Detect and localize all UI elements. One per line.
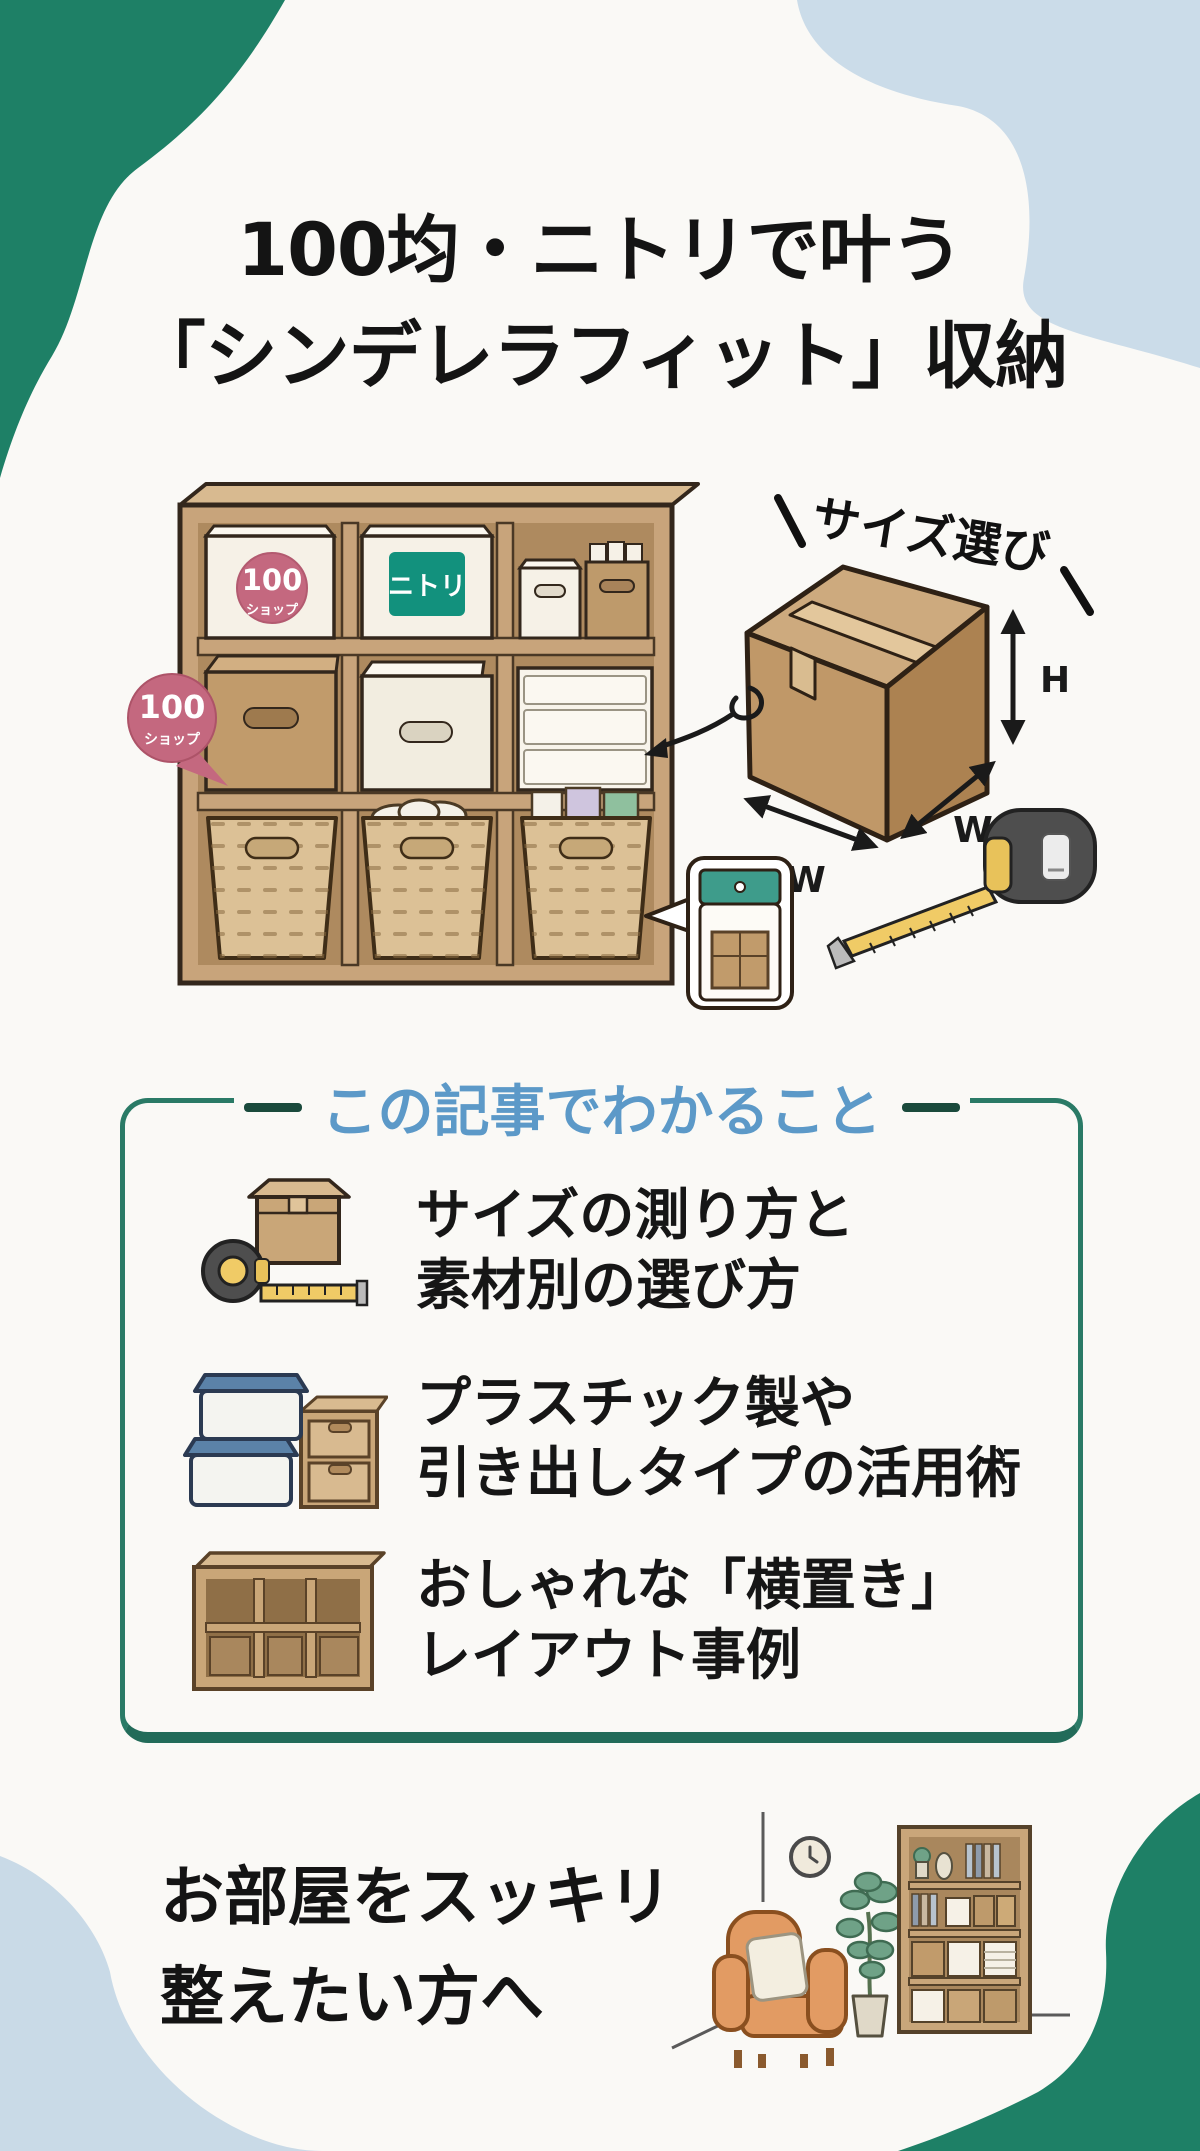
info-box-title: この記事でわかること — [321, 1080, 882, 1145]
measuring-tape-illustration — [826, 808, 1097, 970]
fabric-box-100shop: 100 ショップ — [202, 524, 338, 640]
blob-bottom-right — [898, 1793, 1200, 2151]
list-item-text: おしゃれな「横置き」 レイアウト事例 — [416, 1550, 966, 1690]
list-item-sizing: サイズの測り方と 素材別の選び方 — [183, 1175, 1054, 1325]
cube-shelf-icon — [183, 1545, 388, 1695]
bubble-badge-text: ショップ — [144, 732, 201, 748]
bubble-badge-number: 100 — [139, 688, 206, 726]
wicker-basket-right — [520, 786, 652, 960]
product-callout-bubble — [644, 856, 794, 1010]
header-dash-left — [243, 1103, 302, 1112]
curved-arrow — [644, 685, 764, 758]
white-drawer-unit — [516, 666, 654, 792]
footer-line-1: お部屋をスッキリ — [160, 1861, 672, 1935]
title-line-1: 100均・ニトリで叶う — [237, 208, 963, 293]
blob-bottom-left — [0, 1856, 322, 2151]
blob-top-right — [797, 0, 1200, 368]
hero-illustration: 100 ショップ ニトリ — [127, 482, 1097, 1010]
packaged-product — [698, 868, 782, 1002]
wall-clock — [789, 1836, 831, 1878]
info-box-header: この記事でわかること — [233, 1067, 970, 1148]
brown-open-box — [203, 654, 340, 792]
tape-and-box-icon — [183, 1175, 388, 1325]
item-line: おしゃれな「横置き」 — [416, 1553, 967, 1617]
small-storage-boxes — [517, 541, 650, 640]
cream-open-box — [359, 660, 494, 792]
title-line-2: 「シンデレラフィット」収納 — [132, 314, 1069, 399]
list-item-layout: おしゃれな「横置き」 レイアウト事例 — [183, 1545, 1054, 1695]
height-label: H — [1040, 660, 1070, 701]
blob-top-left — [0, 0, 285, 478]
item-line: 素材別の選び方 — [416, 1253, 802, 1317]
page-title: 100均・ニトリで叶う 「シンデレラフィット」収納 — [0, 198, 1200, 410]
item-line: レイアウト事例 — [416, 1623, 802, 1687]
list-item-plastic: プラスチック製や 引き出しタイプの活用術 — [183, 1363, 1054, 1513]
badge-100-shop-bubble: 100 ショップ — [127, 673, 228, 786]
nitori-logo: ニトリ — [388, 572, 466, 602]
potted-plant — [835, 1871, 902, 2038]
badge-100-shop: 100 ショップ — [236, 552, 308, 624]
info-box: この記事でわかること — [120, 1067, 1083, 1743]
footer-message: お部屋をスッキリ 整えたい方へ — [160, 1848, 672, 2048]
wicker-basket-left — [206, 816, 338, 960]
room-illustration — [671, 1812, 1070, 2068]
cardboard-box-illustration — [744, 564, 990, 843]
shelf-illustration: 100 ショップ ニトリ — [177, 482, 700, 986]
plastic-bins-icon — [183, 1363, 388, 1513]
nitori-box: ニトリ — [358, 524, 496, 640]
footer-line-2: 整えたい方へ — [160, 1961, 544, 2035]
bookshelf — [897, 1825, 1032, 2034]
list-item-text: サイズの測り方と 素材別の選び方 — [416, 1180, 854, 1320]
item-line: 引き出しタイプの活用術 — [416, 1441, 1022, 1505]
header-dash-right — [901, 1103, 960, 1112]
badge-number: 100 — [242, 563, 303, 597]
list-item-text: プラスチック製や 引き出しタイプの活用術 — [416, 1368, 1021, 1508]
armchair — [712, 1910, 848, 2068]
badge-text: ショップ — [246, 603, 299, 618]
item-line: プラスチック製や — [416, 1371, 855, 1435]
item-line: サイズの測り方と — [416, 1183, 855, 1247]
wicker-basket-middle — [361, 798, 493, 960]
